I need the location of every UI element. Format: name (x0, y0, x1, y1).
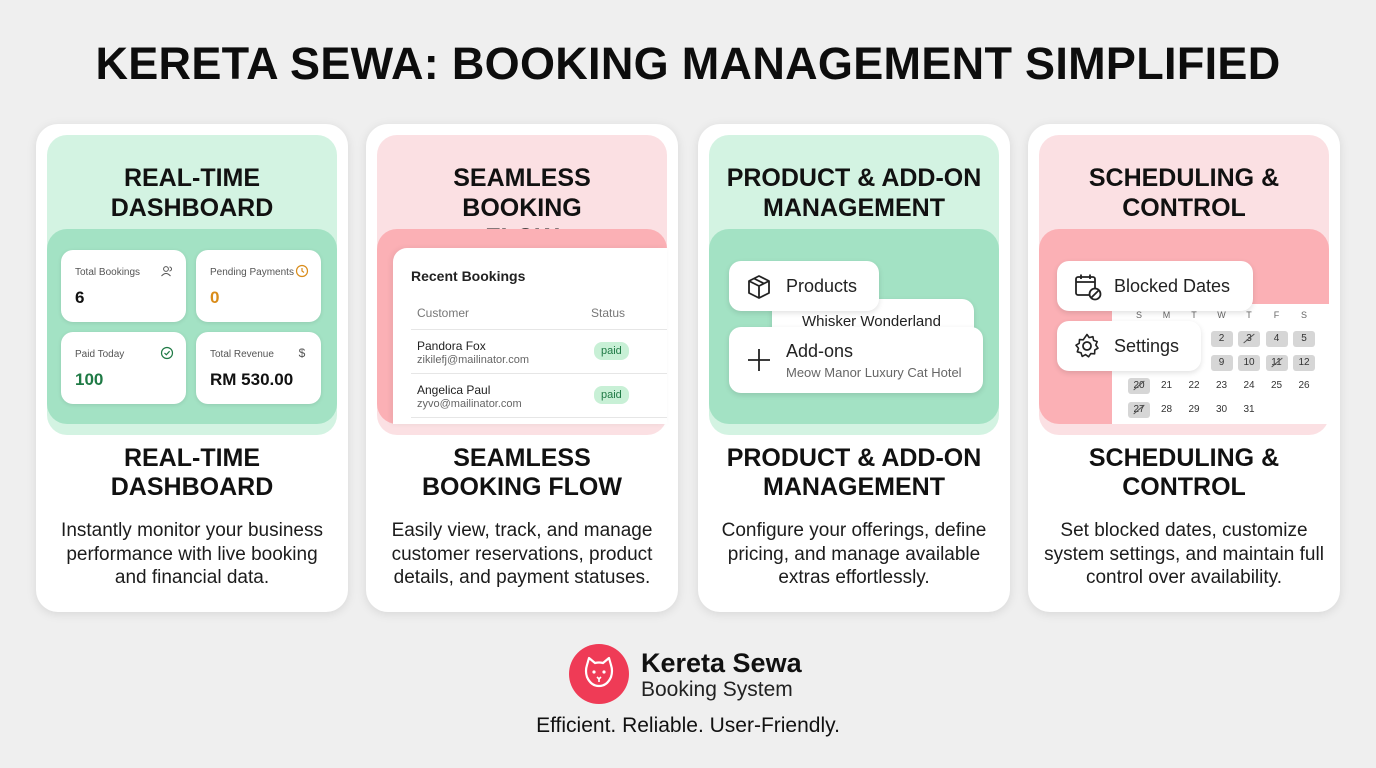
cat-logo-icon (569, 644, 629, 704)
calendar-weekday: W (1217, 310, 1226, 320)
stat-label: Total Bookings (75, 267, 141, 278)
calendar-day[interactable]: 22 (1188, 380, 1200, 391)
brand-subtitle: Booking System (641, 678, 793, 701)
calendar-weekday: F (1273, 310, 1280, 320)
feature-card-scheduling: SCHEDULING & CONTROL SMTWTFS123458910111… (1028, 124, 1340, 612)
calendar-day[interactable]: 20 (1128, 378, 1150, 394)
users-icon (161, 266, 172, 277)
card-description: Configure your offerings, define pricing… (721, 520, 987, 588)
customer-email: zikilefj@mailinator.com (417, 354, 530, 366)
stat-paid-today[interactable]: Paid Today 100 (61, 332, 186, 404)
dollar-icon: $ (298, 346, 306, 360)
calendar-day[interactable]: 25 (1270, 380, 1283, 391)
calendar-day[interactable]: 3 (1238, 331, 1260, 347)
calendar-day[interactable]: 9 (1210, 354, 1233, 371)
calendar-weekday: T (1191, 310, 1197, 320)
stat-label: Paid Today (75, 349, 125, 360)
feature-card-products: PRODUCT & ADD-ON MANAGEMENT Whisker Wond… (698, 124, 1010, 612)
card-title: SCHEDULING & CONTROL (1088, 444, 1280, 501)
addons-button[interactable]: Add-ons Meow Manor Luxury Cat Hotel (729, 327, 983, 393)
brand-name: Kereta Sewa (641, 648, 802, 678)
calendar-day[interactable]: 23 (1215, 380, 1228, 391)
blocked-dates-button[interactable]: Blocked Dates (1057, 261, 1253, 311)
card-description: Set blocked dates, customize system sett… (1044, 520, 1324, 588)
table-title: Recent Bookings (411, 268, 526, 284)
customer-email: zyvo@mailinator.com (417, 398, 522, 410)
stat-value: 100 (75, 370, 104, 389)
calendar-weekday: S (1300, 310, 1307, 320)
card-title: REAL-TIME DASHBOARD (110, 444, 274, 501)
calendar-weekday: T (1246, 310, 1252, 320)
stat-value: 6 (75, 288, 85, 307)
feature-card-booking-flow: SEAMLESS BOOKING FLOW Recent Bookings Cu… (366, 124, 678, 612)
status-badge: paid (594, 342, 629, 360)
plus-icon (748, 349, 770, 371)
customer-name: Pandora Fox (417, 339, 486, 353)
divider (411, 373, 667, 374)
check-circle-icon (160, 346, 174, 360)
calendar-day[interactable]: 4 (1265, 331, 1288, 347)
settings-button[interactable]: Settings (1057, 321, 1201, 371)
divider (411, 329, 667, 330)
stat-label: Total Revenue (210, 349, 274, 360)
blocked-dates-label: Blocked Dates (1114, 276, 1231, 296)
recent-bookings-table: Recent Bookings Customer Status Pandora … (393, 248, 667, 424)
table-row[interactable]: Pandora Fox zikilefj@mailinator.com paid (411, 330, 667, 374)
calendar-day[interactable]: 24 (1243, 380, 1255, 391)
calendar-day[interactable]: 2 (1210, 331, 1233, 347)
calendar-day[interactable]: 31 (1243, 403, 1255, 415)
calendar-blocked-icon (1075, 274, 1102, 301)
calendar-day[interactable]: 30 (1215, 403, 1228, 415)
stat-value: RM 530.00 (210, 370, 294, 389)
gear-icon (1075, 333, 1099, 358)
clock-icon (295, 264, 309, 278)
addons-label: Add-ons (786, 341, 854, 361)
divider (411, 417, 667, 418)
product-item-name: Whisker Wonderland (802, 313, 941, 330)
calendar-weekday: M (1162, 310, 1171, 320)
customer-name: Angelica Paul (417, 383, 491, 397)
card-title: SEAMLESS BOOKING FLOW (422, 444, 622, 501)
stat-total-bookings[interactable]: Total Bookings 6 (61, 250, 186, 322)
calendar-day[interactable]: 26 (1298, 380, 1310, 391)
stat-label: Pending Payments (210, 267, 294, 278)
card-description: Easily view, track, and manage customer … (391, 520, 653, 588)
calendar-day[interactable]: 10 (1238, 354, 1260, 371)
calendar-day[interactable]: 12 (1293, 354, 1315, 371)
products-label: Products (786, 276, 858, 296)
status-badge: paid (594, 386, 629, 404)
calendar-day[interactable]: 5 (1293, 331, 1315, 347)
table-row[interactable]: Angelica Paul zyvo@mailinator.com paid (411, 374, 667, 418)
stat-value: 0 (210, 288, 220, 307)
calendar-day[interactable]: 11 (1265, 354, 1288, 371)
settings-label: Settings (1114, 336, 1180, 356)
stat-total-revenue[interactable]: Total Revenue $ RM 530.00 (196, 332, 321, 404)
card-header-title: SCHEDULING & CONTROL (1088, 164, 1280, 222)
card-header-title: PRODUCT & ADD-ON MANAGEMENT (726, 164, 982, 222)
card-description: Instantly monitor your business performa… (61, 520, 323, 588)
column-status: Status (591, 306, 626, 320)
card-header-title: REAL-TIME DASHBOARD (110, 164, 274, 222)
products-button[interactable]: Products (729, 261, 879, 311)
calendar-day[interactable]: 21 (1160, 380, 1173, 391)
tagline: Efficient. Reliable. User-Friendly. (536, 714, 840, 737)
calendar-day[interactable]: 27 (1128, 401, 1150, 418)
page-title: KERETA SEWA: BOOKING MANAGEMENT SIMPLIFI… (95, 38, 1281, 89)
calendar-day[interactable]: 29 (1188, 403, 1200, 415)
stat-pending-payments[interactable]: Pending Payments 0 (196, 250, 321, 322)
column-customer: Customer (417, 306, 470, 320)
box-icon (748, 275, 770, 299)
calendar-day[interactable]: 28 (1160, 403, 1173, 415)
addon-item-name: Meow Manor Luxury Cat Hotel (786, 365, 962, 380)
card-title: PRODUCT & ADD-ON MANAGEMENT (726, 444, 982, 501)
calendar-weekday: S (1135, 310, 1142, 320)
feature-card-dashboard: REAL-TIME DASHBOARD Total Bookings 6 Pen… (36, 124, 348, 612)
